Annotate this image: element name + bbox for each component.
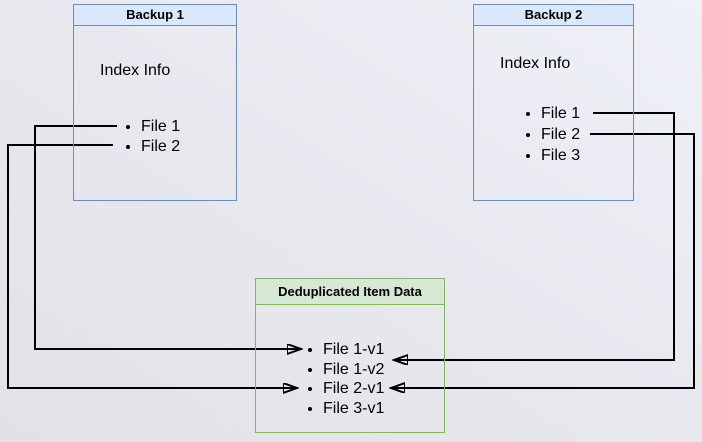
backup2-box: Backup 2 Index Info File 1 File 2 File 3 bbox=[473, 4, 634, 201]
backup1-file-list: File 1 File 2 bbox=[74, 117, 180, 156]
backup1-title: Backup 1 bbox=[74, 5, 236, 26]
list-item: File 1-v2 bbox=[323, 360, 384, 380]
list-item: File 3 bbox=[541, 145, 580, 166]
backup1-box: Backup 1 Index Info File 1 File 2 bbox=[73, 4, 237, 201]
list-item: File 2 bbox=[141, 137, 180, 157]
backup1-subtitle: Index Info bbox=[100, 62, 171, 79]
dedup-item-list: File 1-v1 File 1-v2 File 2-v1 File 3-v1 bbox=[256, 340, 384, 418]
list-item: File 2-v1 bbox=[323, 379, 384, 399]
backup2-subtitle: Index Info bbox=[500, 55, 571, 72]
list-item: File 1-v1 bbox=[323, 340, 384, 360]
list-item: File 2 bbox=[541, 124, 580, 145]
backup2-file-list: File 1 File 2 File 3 bbox=[474, 103, 580, 166]
backup2-title: Backup 2 bbox=[474, 5, 633, 26]
list-item: File 1 bbox=[141, 117, 180, 137]
list-item: File 3-v1 bbox=[323, 399, 384, 419]
dedup-title: Deduplicated Item Data bbox=[256, 279, 444, 305]
dedup-box: Deduplicated Item Data File 1-v1 File 1-… bbox=[255, 278, 445, 433]
list-item: File 1 bbox=[541, 103, 580, 124]
